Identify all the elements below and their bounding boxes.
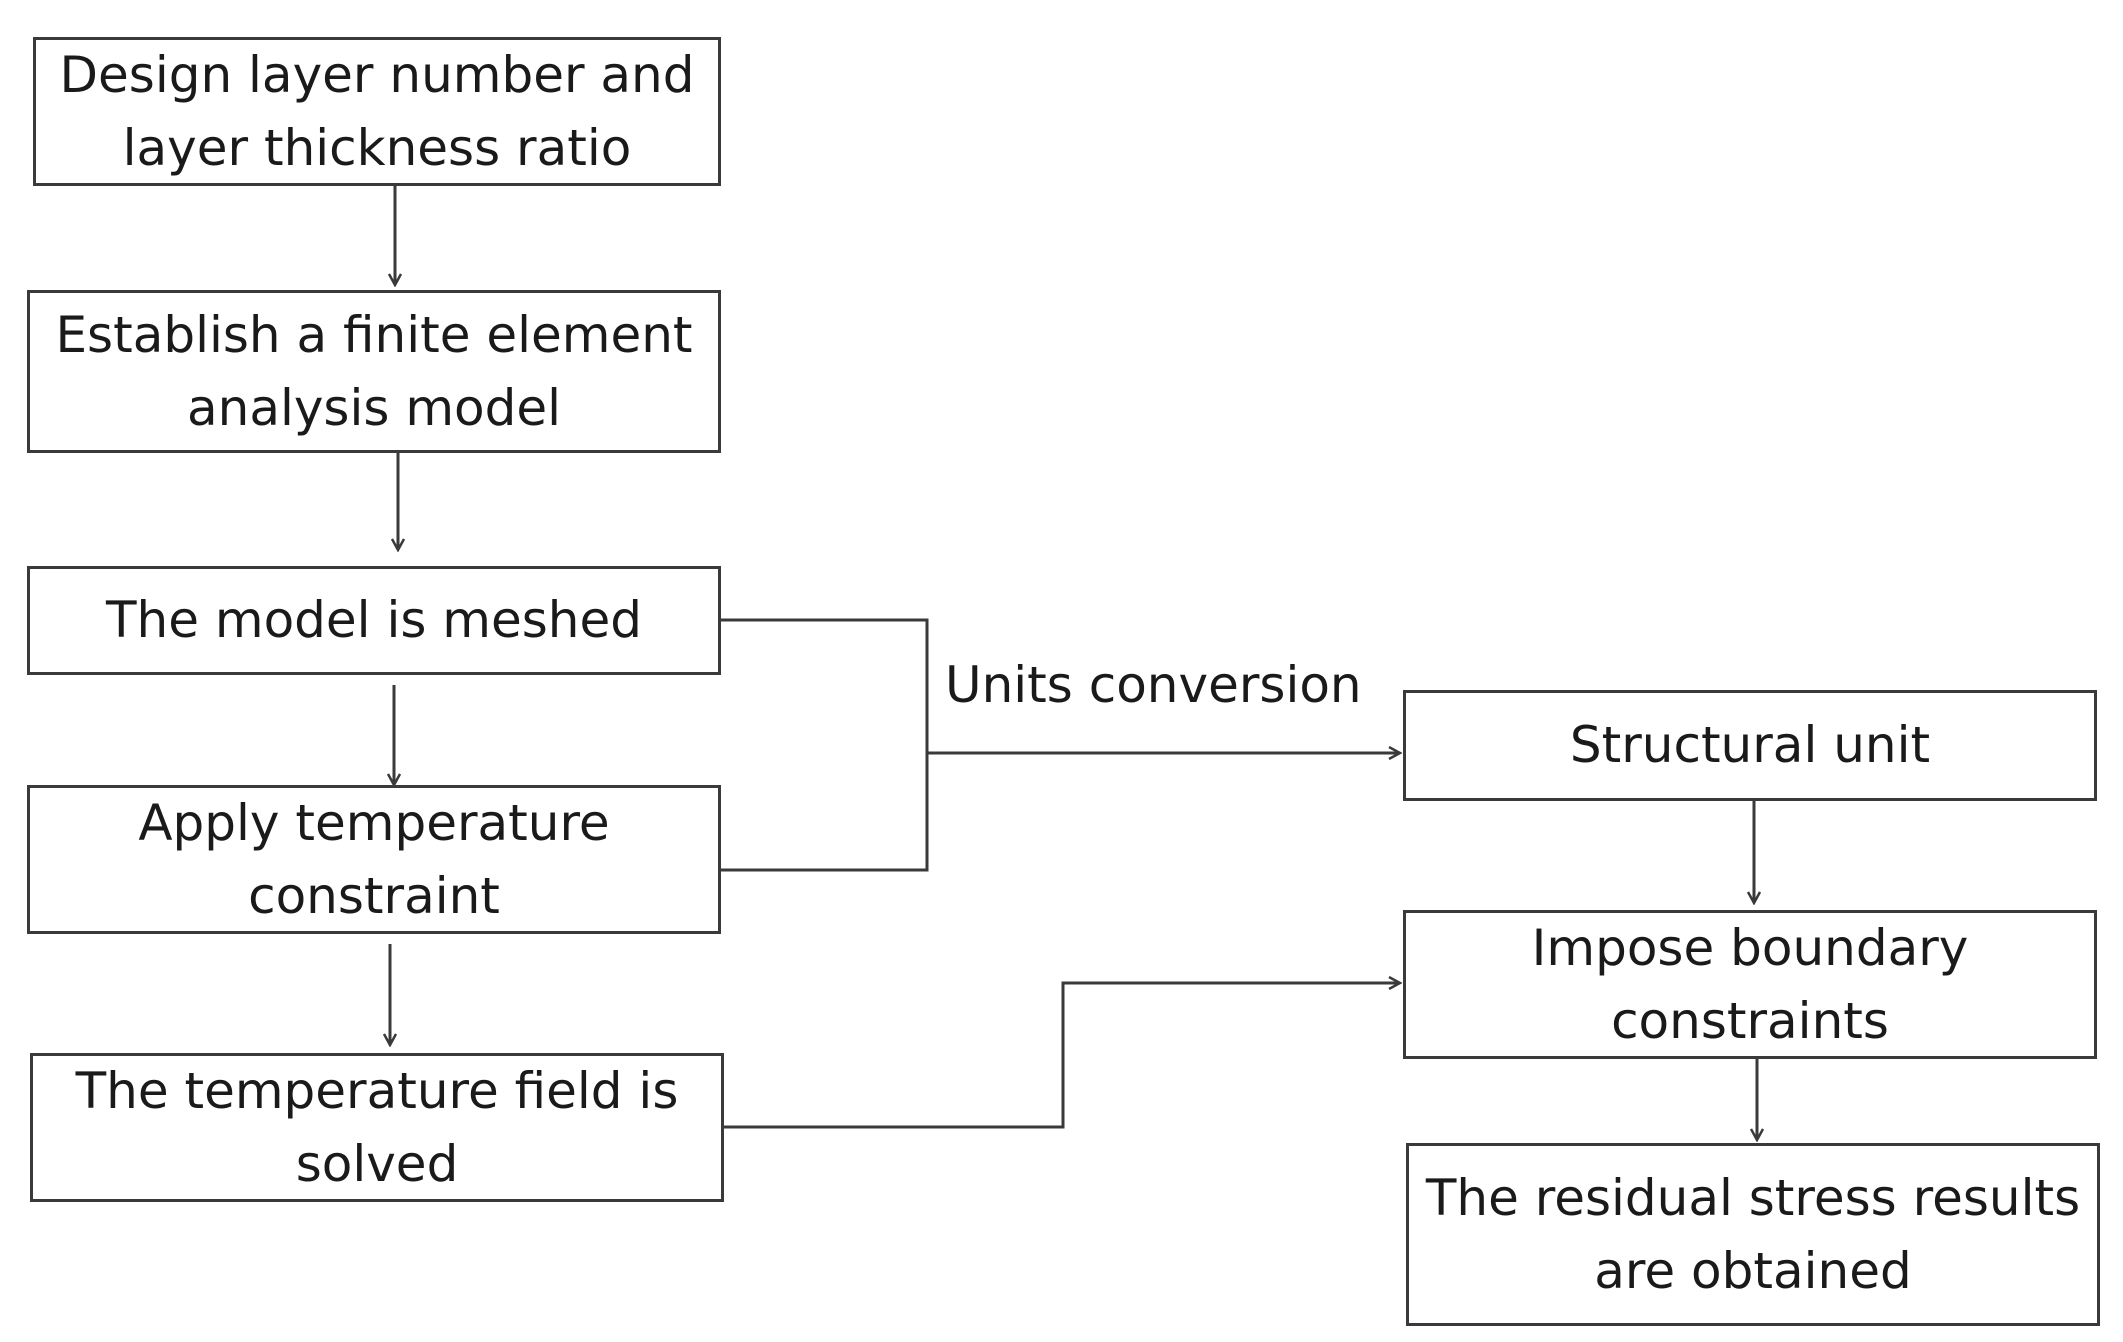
node-temperature-field: The temperature field is solved bbox=[30, 1053, 724, 1202]
arrow-temp-field-to-boundary bbox=[723, 983, 1400, 1129]
node-boundary-constraints-label: Impose boundary constraints bbox=[1531, 919, 1969, 1050]
node-residual-stress-label: The residual stress results are obtained bbox=[1425, 1169, 2081, 1300]
node-design-layer-label: Design layer number and layer thickness … bbox=[59, 46, 695, 177]
node-establish-model-label: Establish a finite element analysis mode… bbox=[55, 306, 693, 437]
connector-meshed-bracket bbox=[718, 618, 929, 872]
node-structural-unit: Structural unit bbox=[1403, 690, 2097, 801]
node-establish-model: Establish a finite element analysis mode… bbox=[27, 290, 721, 453]
node-temperature-field-label: The temperature field is solved bbox=[75, 1062, 679, 1193]
node-structural-unit-label: Structural unit bbox=[1569, 716, 1931, 775]
edge-label-units-conversion: Units conversion bbox=[945, 656, 1362, 714]
node-design-layer: Design layer number and layer thickness … bbox=[33, 37, 721, 186]
node-apply-temperature: Apply temperature constraint bbox=[27, 785, 721, 934]
node-model-meshed: The model is meshed bbox=[27, 566, 721, 675]
node-residual-stress: The residual stress results are obtained bbox=[1406, 1143, 2100, 1326]
node-apply-temperature-label: Apply temperature constraint bbox=[138, 794, 610, 925]
node-model-meshed-label: The model is meshed bbox=[105, 591, 642, 650]
node-boundary-constraints: Impose boundary constraints bbox=[1403, 910, 2097, 1059]
